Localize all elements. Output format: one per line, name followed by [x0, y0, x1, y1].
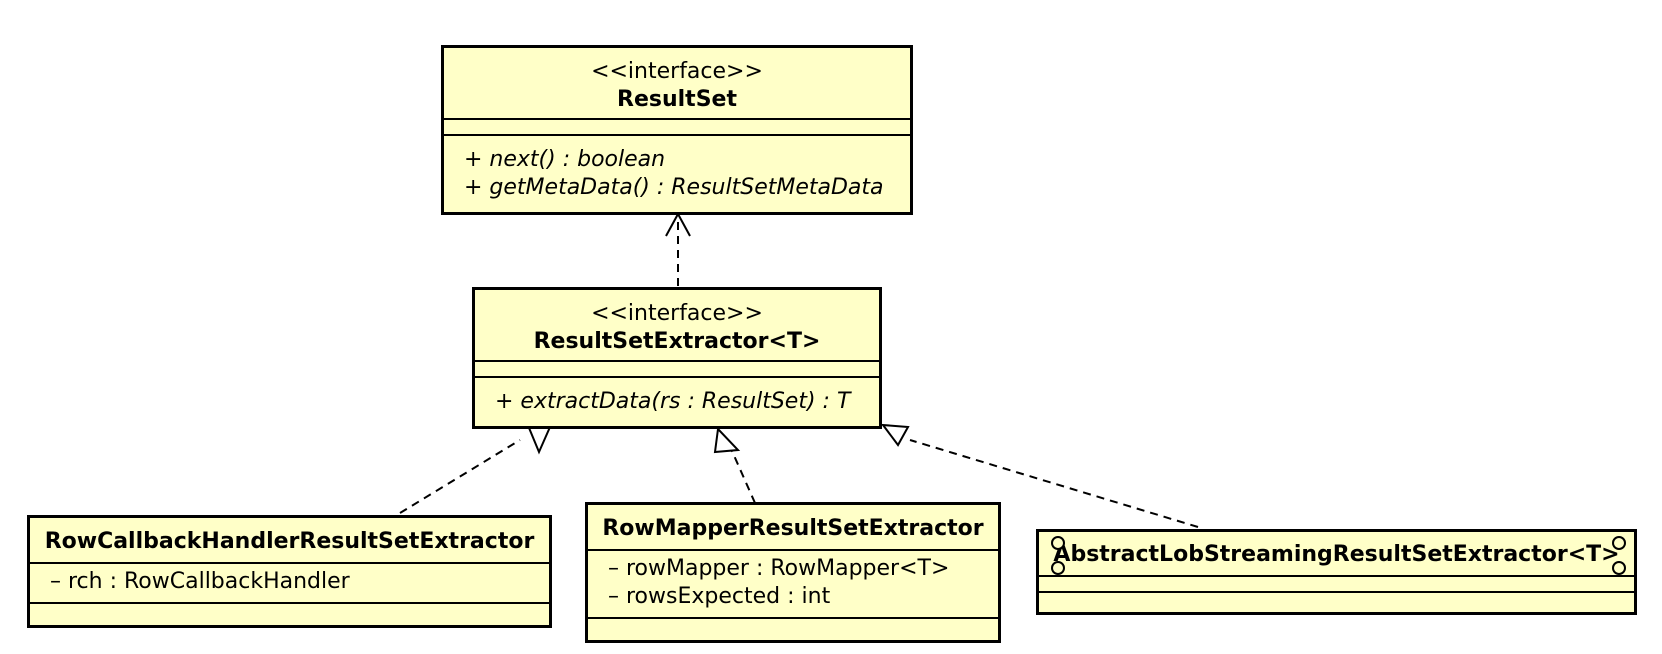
port-icon: [1612, 561, 1626, 575]
resultset-stereotype: <<interface>>: [591, 59, 763, 84]
extractor-operations-compartment: + extractData(rs : ResultSet) : T: [475, 376, 879, 416]
extractor-name: ResultSetExtractor<T>: [533, 329, 821, 354]
abstractlob-attributes-compartment: [1039, 575, 1634, 591]
resultset-interface-box[interactable]: <<interface>> ResultSet + next() : boole…: [441, 45, 913, 215]
rowmapper-name: RowMapperResultSetExtractor: [602, 516, 984, 541]
rowcallback-attr-rch: – rch : RowCallbackHandler: [50, 569, 350, 594]
resultset-op-getmetadata: + getMetaData() : ResultSetMetaData: [464, 175, 884, 200]
extractor-attributes-compartment: [475, 360, 879, 376]
rowmapper-class-box[interactable]: RowMapperResultSetExtractor – rowMapper …: [585, 502, 1001, 643]
abstractlob-class-box[interactable]: AbstractLobStreamingResultSetExtractor<T…: [1036, 529, 1637, 615]
realization-arrowhead-abstractlob: [880, 423, 910, 447]
extractor-op-extractdata: + extractData(rs : ResultSet) : T: [495, 389, 851, 414]
rowcallback-operations-compartment: [30, 602, 549, 621]
port-icon: [1051, 561, 1065, 575]
port-icon: [1051, 536, 1065, 550]
rowcallback-attributes-compartment: – rch : RowCallbackHandler: [30, 562, 549, 602]
extractor-stereotype: <<interface>>: [591, 301, 763, 326]
resultsetextractor-interface-box[interactable]: <<interface>> ResultSetExtractor<T> + ex…: [472, 287, 882, 429]
realization-line-rowmapper: [731, 450, 756, 504]
resultset-name: ResultSet: [617, 87, 737, 112]
rowmapper-attr-rowmapper: – rowMapper : RowMapper<T>: [608, 556, 950, 581]
rowcallback-name: RowCallbackHandlerResultSetExtractor: [44, 529, 535, 554]
resultset-attributes-compartment: [444, 118, 910, 134]
rowmapper-attr-rowsexpected: – rowsExpected : int: [608, 584, 831, 609]
realization-line-rowcallback: [399, 439, 521, 514]
resultset-op-next: + next() : boolean: [464, 147, 666, 172]
abstractlob-name: AbstractLobStreamingResultSetExtractor<T…: [1053, 542, 1620, 567]
abstractlob-operations-compartment: [1039, 591, 1634, 607]
realization-arrowhead-rowmapper: [713, 426, 741, 454]
resultset-operations-compartment: + next() : boolean + getMetaData() : Res…: [444, 134, 910, 202]
port-icon: [1612, 536, 1626, 550]
rowmapper-attributes-compartment: – rowMapper : RowMapper<T> – rowsExpecte…: [588, 549, 998, 617]
rowmapper-operations-compartment: [588, 617, 998, 636]
rowcallback-class-box[interactable]: RowCallbackHandlerResultSetExtractor – r…: [27, 515, 552, 628]
